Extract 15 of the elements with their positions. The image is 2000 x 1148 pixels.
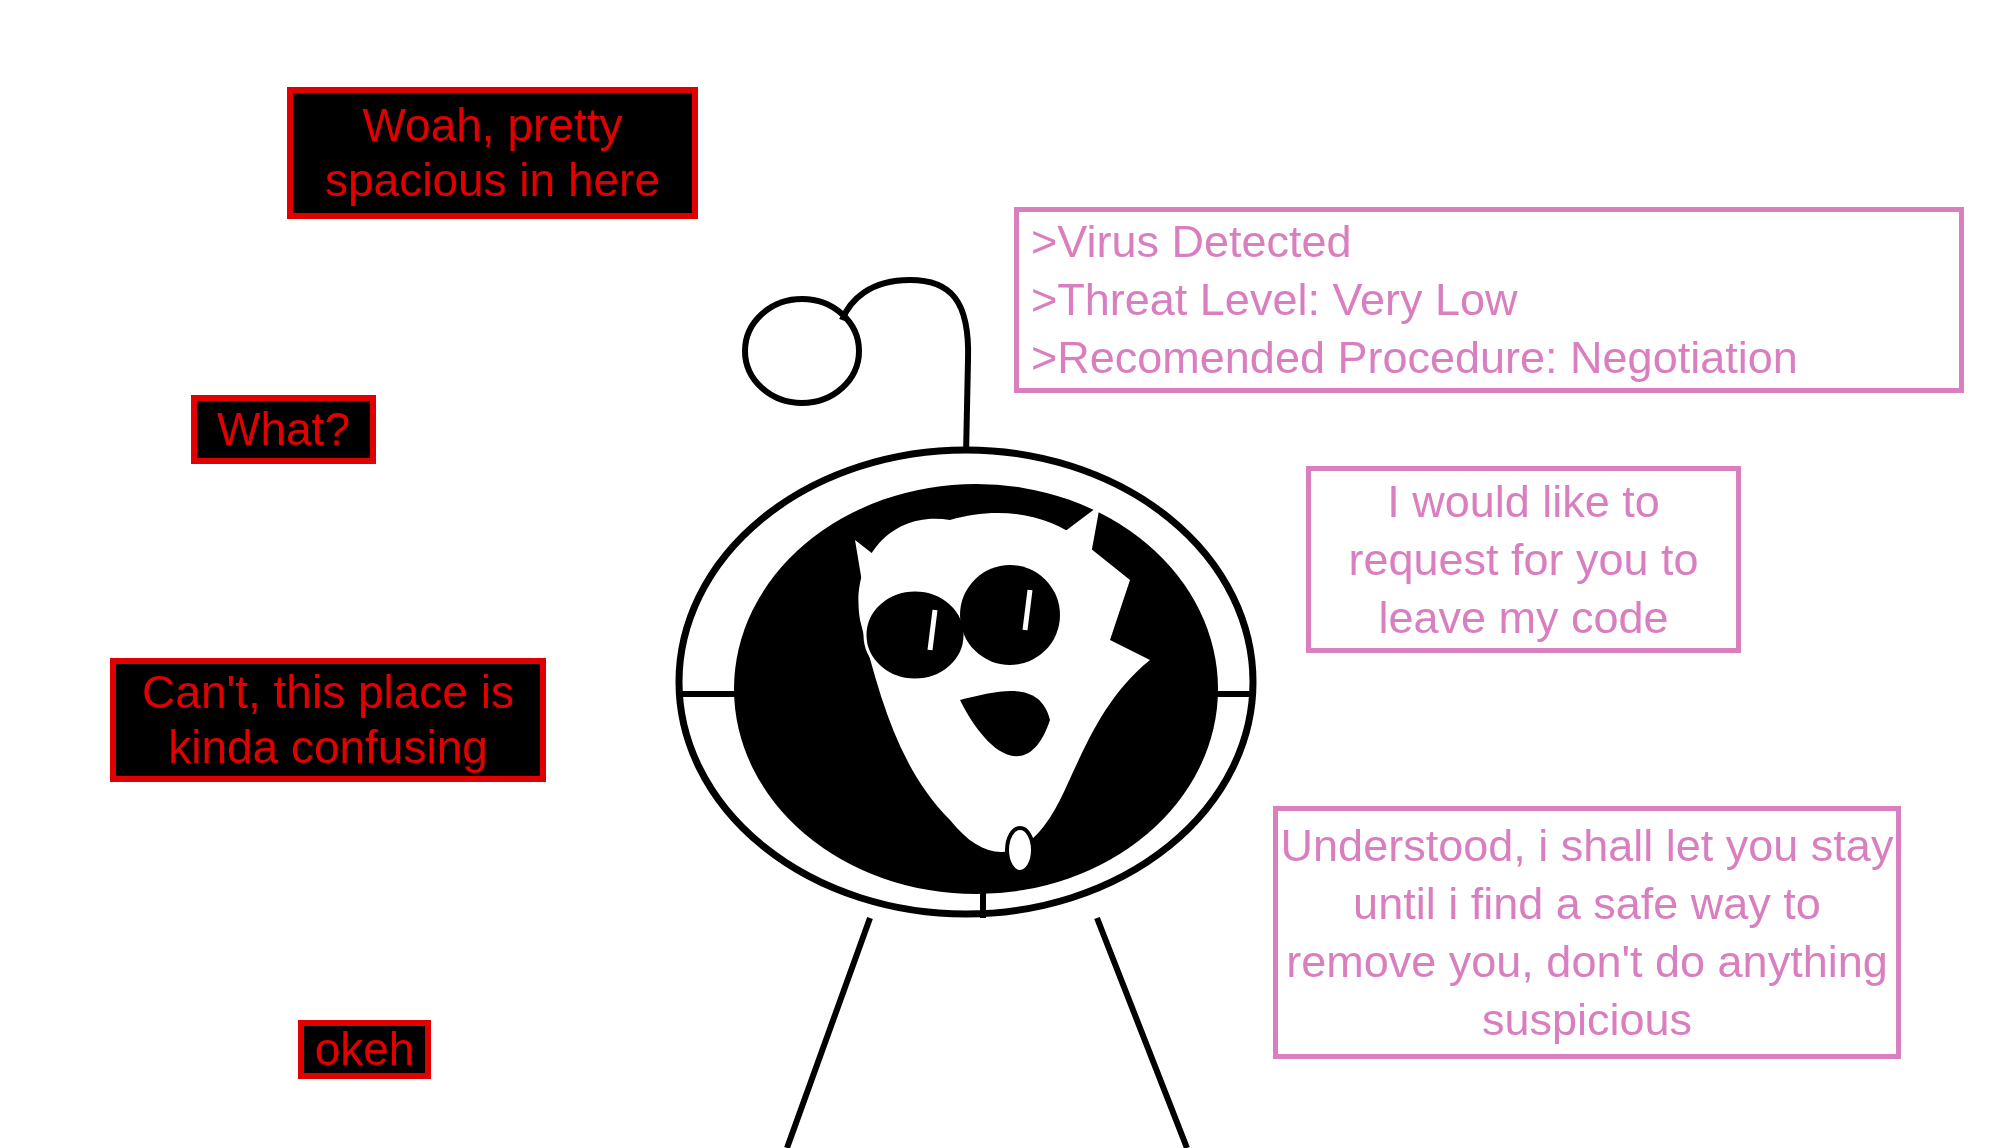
speech-box: [191, 395, 376, 464]
speech-box: [110, 658, 546, 782]
dialog-text: >Virus Detected: [1031, 215, 1353, 269]
dialog-text: okeh: [313, 1022, 416, 1077]
dialog-text: What?: [216, 402, 351, 457]
speech-box: [287, 87, 698, 219]
dialog-text: I would like to request for you to leave my code: [1347, 474, 1700, 645]
dialog-text: Woah, pretty spacious in here: [324, 98, 661, 208]
speech-box: [298, 1020, 431, 1079]
dialog-text: >Recomended Procedure: Negotiation: [1031, 331, 1799, 385]
dialog-text: >Threat Level: Very Low: [1031, 273, 1519, 327]
dialog-text: Can't, this place is kinda confusing: [141, 665, 515, 775]
dialog-text: Understood, i shall let you stay until i find a safe way to remove you, don't do anything suspicious: [1279, 818, 1895, 1047]
dialog-box: [1306, 466, 1741, 653]
dialog-box: [1014, 207, 1964, 393]
